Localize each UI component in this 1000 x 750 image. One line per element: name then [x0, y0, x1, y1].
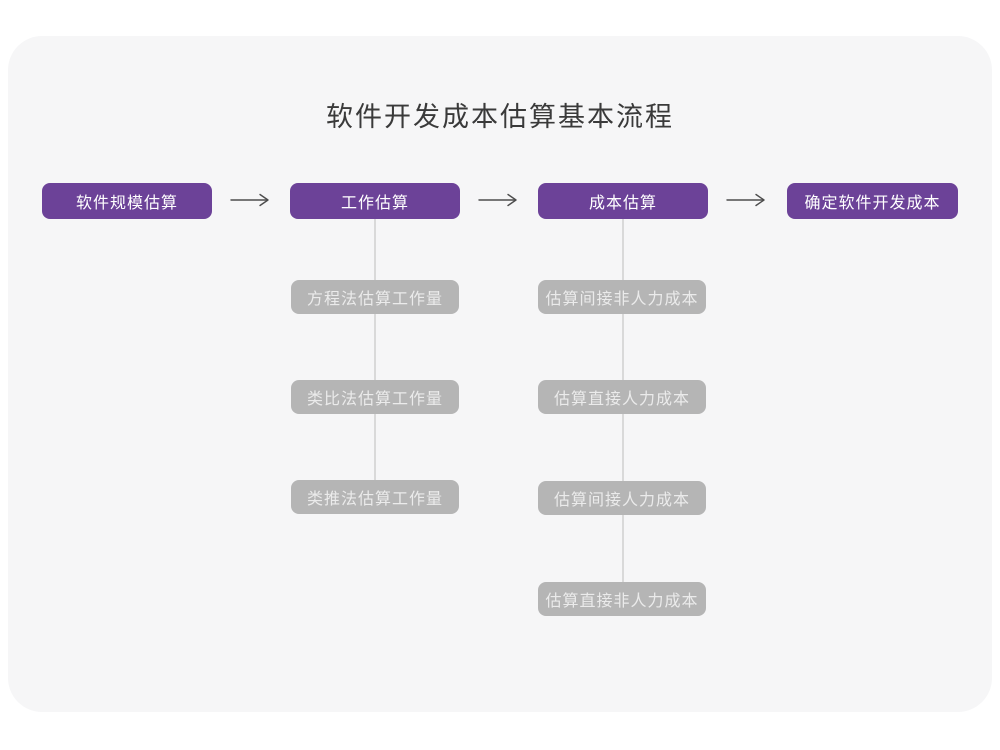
diagram-canvas: [8, 36, 992, 712]
right-arrow-icon: [726, 193, 765, 207]
right-arrow-icon: [478, 193, 517, 207]
connector-line-work-column: [374, 219, 376, 489]
diagram-title: 软件开发成本估算基本流程: [326, 102, 674, 132]
sub-node-indirect-nonlabor-cost: 估算间接非人力成本: [538, 280, 706, 314]
sub-node-equation-method: 方程法估算工作量: [291, 280, 459, 314]
flow-node-work-estimation: 工作估算: [290, 183, 460, 219]
sub-node-direct-labor-cost: 估算直接人力成本: [538, 380, 706, 414]
flow-node-software-scale-estimation: 软件规模估算: [42, 183, 212, 219]
right-arrow-icon: [230, 193, 269, 207]
sub-node-direct-nonlabor-cost: 估算直接非人力成本: [538, 582, 706, 616]
sub-node-indirect-labor-cost: 估算间接人力成本: [538, 481, 706, 515]
sub-node-analogy-method: 类比法估算工作量: [291, 380, 459, 414]
sub-node-extrapolation-method: 类推法估算工作量: [291, 480, 459, 514]
flow-node-cost-estimation: 成本估算: [538, 183, 708, 219]
flow-node-determine-software-dev-cost: 确定软件开发成本: [787, 183, 958, 219]
